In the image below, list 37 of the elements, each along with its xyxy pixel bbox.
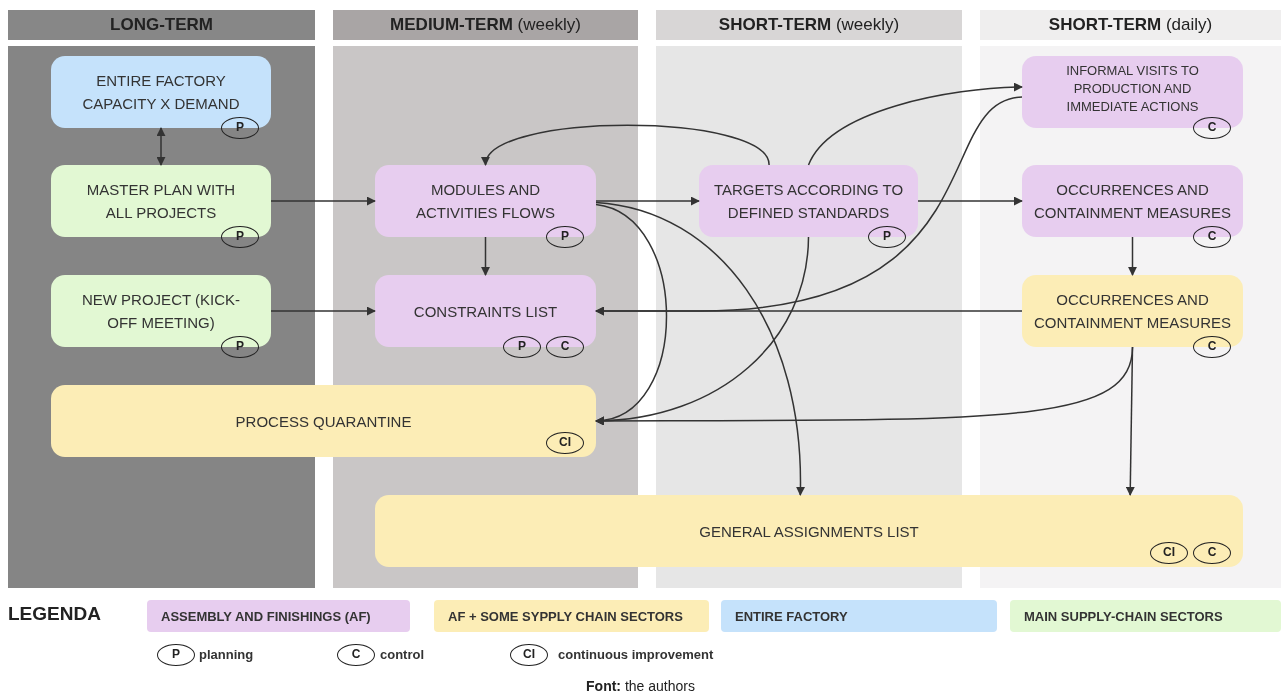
box-label: OCCURRENCES AND CONTAINMENT MEASURES bbox=[1033, 180, 1232, 223]
box-label: OCCURRENCES AND CONTAINMENT MEASURES bbox=[1033, 290, 1232, 333]
box-label: MODULES AND ACTIVITIES FLOWS bbox=[414, 180, 557, 223]
box-label: GENERAL ASSIGNMENTS LIST bbox=[698, 521, 920, 542]
arrow bbox=[484, 124, 770, 166]
column-header: SHORT-TERM (daily) bbox=[980, 10, 1281, 46]
arrow bbox=[1128, 236, 1137, 276]
box-label: PROCESS QUARANTINE bbox=[234, 411, 413, 432]
arrow bbox=[270, 306, 376, 316]
process-box bbox=[375, 495, 1243, 567]
caption: Font: the authors bbox=[585, 678, 696, 694]
box-label: TARGETS ACCORDING TO DEFINED STANDARDS bbox=[712, 180, 905, 223]
box-label: MASTER PLAN WITH ALL PROJECTS bbox=[85, 180, 237, 223]
box-label: ENTIRE FACTORY CAPACITY X DEMAND bbox=[81, 71, 241, 114]
legend-text: planning bbox=[199, 647, 254, 662]
legend-text: control bbox=[380, 647, 425, 662]
arrow bbox=[481, 236, 490, 276]
arrow bbox=[595, 96, 1023, 316]
legend-text: AF + SOME SYPPLY CHAIN SECTORS bbox=[448, 608, 683, 624]
legend-text: ENTIRE FACTORY bbox=[735, 608, 848, 624]
box-label: NEW PROJECT (KICK-OFF MEETING) bbox=[80, 290, 242, 333]
column-header: MEDIUM-TERM (weekly) bbox=[333, 10, 638, 46]
arrow bbox=[270, 196, 376, 206]
arrow bbox=[595, 346, 1134, 426]
box-label: CONSTRAINTS LIST bbox=[412, 301, 559, 322]
legend-text: MAIN SUPPLY-CHAIN SECTORS bbox=[1024, 608, 1223, 624]
arrow bbox=[595, 196, 700, 206]
process-box bbox=[51, 385, 596, 457]
arrow bbox=[595, 201, 805, 496]
legend-text: ASSEMBLY AND FINISHINGS (AF) bbox=[161, 608, 371, 624]
box-label: INFORMAL VISITS TO PRODUCTION AND IMMEDIATE ACTIONS bbox=[1065, 62, 1200, 116]
arrow bbox=[807, 82, 1023, 166]
legend-title: LEGENDA bbox=[8, 603, 101, 625]
legend-text: continuous improvement bbox=[558, 647, 714, 662]
arrow bbox=[917, 196, 1023, 206]
column-header: SHORT-TERM (weekly) bbox=[656, 10, 962, 46]
arrow bbox=[156, 127, 166, 166]
